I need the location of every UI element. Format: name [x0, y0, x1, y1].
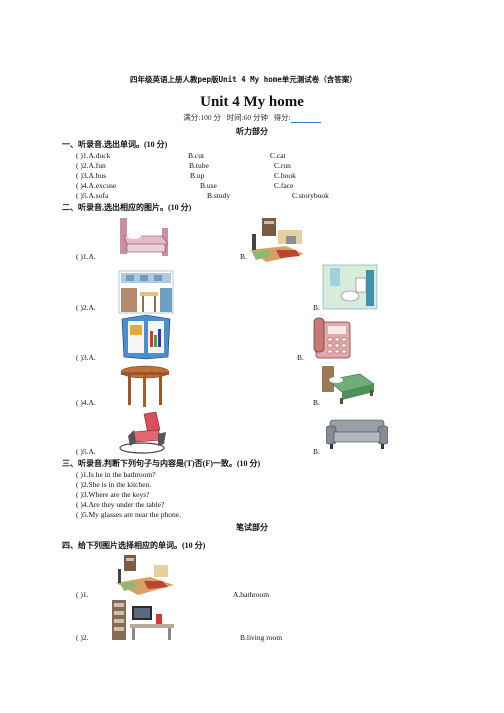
s4-word-2: B.living room	[240, 633, 283, 642]
section-3-heading: 三、听录音,判断下列句子与内容是(T)否(F)一致。(10 分)	[62, 459, 261, 468]
bed-picture	[120, 218, 169, 256]
unit-title: Unit 4 My home	[200, 94, 304, 110]
book-picture	[121, 314, 171, 360]
s4-item-2: ( )2.	[76, 633, 89, 642]
study-desk-picture	[112, 600, 174, 640]
s1-item-4-a: ( )4.A.excuse	[76, 181, 117, 190]
s1-item-2-a: ( )2.A.fun	[76, 161, 106, 170]
part-writing: 笔试部分	[236, 523, 268, 532]
s1-item-4-b: B.use	[200, 181, 217, 190]
s3-item-5: ( )5.My glasses are near the phone.	[76, 510, 181, 519]
s2-item-1-b: B.	[240, 252, 247, 261]
s2-item-3-b: B.	[297, 353, 304, 362]
s2-item-5-b: B.	[313, 447, 320, 456]
full-score: 满分:100 分	[183, 113, 221, 122]
score-blank[interactable]	[290, 115, 321, 123]
s1-item-5-b: B.study	[207, 191, 231, 200]
s4-word-1: A.bathroom	[233, 590, 270, 599]
s1-item-3-b: B.up	[190, 171, 205, 180]
s1-item-4-c: C.face	[274, 181, 294, 190]
s1-item-5-c: C.storybook	[292, 191, 329, 200]
s2-item-1-a: ( )1.A.	[76, 252, 96, 261]
s2-item-3-a: ( )3.A.	[76, 353, 96, 362]
s2-item-4-b: B.	[313, 398, 320, 407]
part-listening: 听力部分	[236, 127, 268, 136]
phone-picture	[313, 317, 351, 359]
s2-item-2-b: B.	[313, 303, 320, 312]
section-2-heading: 二、听录音,选出相应的图片。(10 分)	[62, 203, 192, 212]
s1-item-1-c: C.cat	[270, 151, 286, 160]
green-bed-picture	[322, 366, 375, 404]
armchair-picture	[119, 411, 166, 454]
s3-item-3: ( )3.Where are the keys?	[76, 490, 150, 499]
s2-item-2-a: ( )2.A.	[76, 303, 96, 312]
score-got-label: 得分:	[273, 113, 291, 122]
time-limit: 时间:60 分钟	[226, 113, 269, 122]
s2-item-4-a: ( )4.A.	[76, 398, 96, 407]
s3-item-1: ( )1.Is he in the bathroom?	[76, 470, 156, 479]
section-1-heading: 一、听录音,选出单词。(10 分)	[62, 140, 168, 149]
table-picture	[120, 365, 170, 407]
s1-item-1-b: B.cut	[188, 151, 205, 160]
section-4-heading: 四、给下列图片选择相应的单词。(10 分)	[62, 541, 206, 550]
s1-item-3-a: ( )3.A.bus	[76, 171, 107, 180]
s3-item-2: ( )2.She is in the kitchen.	[76, 480, 152, 489]
s1-item-3-c: C.book	[274, 171, 296, 180]
kitchen-picture	[118, 270, 174, 314]
s1-item-1-a: ( )1.A.duck	[76, 151, 111, 160]
s1-item-2-b: B.tube	[189, 161, 209, 170]
s4-item-1: ( )1.	[76, 590, 89, 599]
study-room-picture	[250, 218, 304, 262]
bathroom-picture	[322, 264, 378, 310]
study-picture	[116, 555, 174, 595]
sofa-picture	[326, 419, 388, 449]
s1-item-5-a: ( )5.A.sofa	[76, 191, 109, 200]
score-meta: 满分:100 分 时间:60 分钟 得分:	[0, 112, 504, 123]
s3-item-4: ( )4.Are they under the table?	[76, 500, 165, 509]
s1-item-2-c: C.run	[274, 161, 291, 170]
document-title: 四年级英语上册人教pep版Unit 4 My home单元测试卷（含答案）	[130, 75, 357, 84]
s2-item-5-a: ( )5.A.	[76, 447, 96, 456]
